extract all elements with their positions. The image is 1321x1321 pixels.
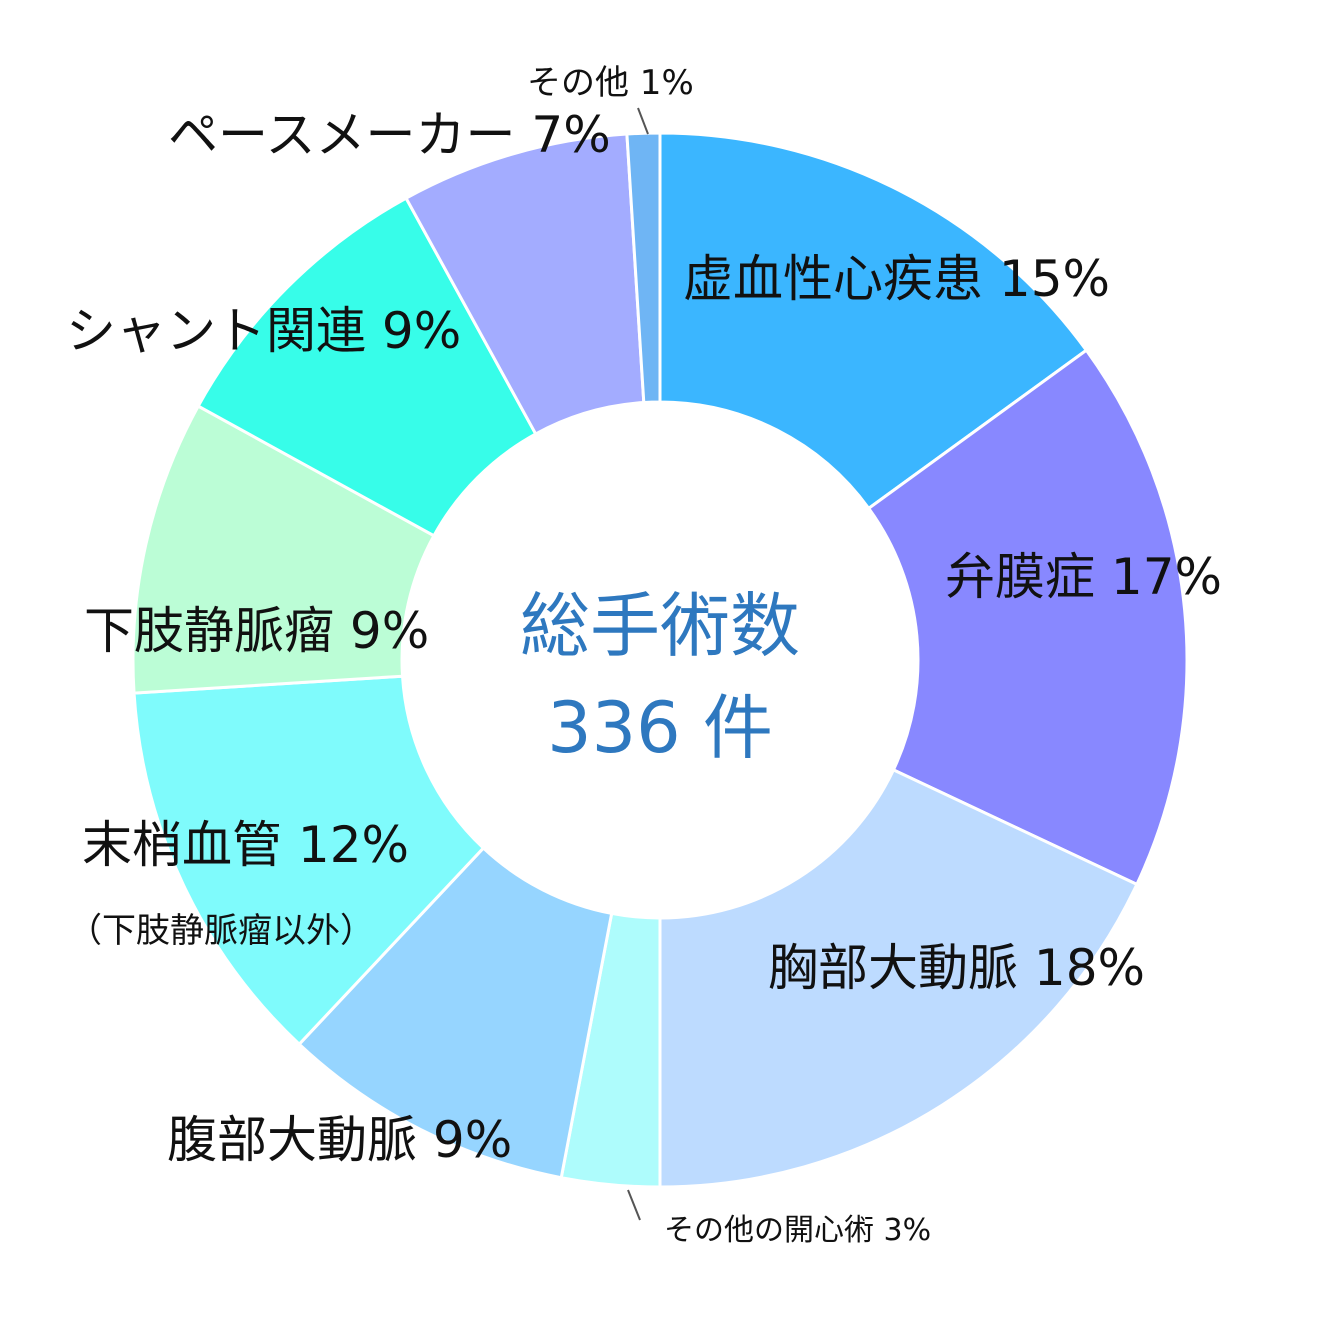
donut-slice-0 bbox=[658, 131, 1089, 511]
slice-label-ischemic: 虚血性心疾患 15% bbox=[683, 250, 1110, 308]
center-total: 336 件 bbox=[547, 687, 773, 769]
slice-label-varicose: 下肢静脈瘤 9% bbox=[84, 602, 429, 660]
donut-slice-5 bbox=[132, 674, 486, 1047]
donut-slices bbox=[131, 131, 1189, 1189]
donut-slice-4 bbox=[297, 845, 614, 1180]
center-title: 総手術数 bbox=[520, 585, 800, 667]
slice-label-abdominal-aorta: 腹部大動脈 9% bbox=[167, 1111, 512, 1169]
slice-label-other: その他 1% bbox=[527, 63, 694, 103]
donut-slice-9 bbox=[625, 131, 662, 405]
slice-label-thoracic-aorta: 胸部大動脈 18% bbox=[768, 939, 1145, 997]
slice-label-valve: 弁膜症 17% bbox=[945, 548, 1222, 606]
donut-slice-1 bbox=[866, 348, 1189, 887]
leader-line-other bbox=[637, 107, 649, 135]
donut-slice-2 bbox=[658, 767, 1139, 1189]
donut-slice-6 bbox=[131, 404, 436, 695]
slice-sublabel-peripheral: （下肢静脈瘤以外） bbox=[68, 911, 374, 951]
slice-label-shunt: シャント関連 9% bbox=[66, 302, 461, 360]
slice-label-other-open-heart: その他の開心術 3% bbox=[664, 1213, 931, 1248]
leader-line-other-open-heart bbox=[627, 1189, 641, 1221]
slice-label-pacemaker: ペースメーカー 7% bbox=[168, 106, 611, 164]
slice-label-peripheral: 末梢血管 12% bbox=[82, 816, 409, 874]
